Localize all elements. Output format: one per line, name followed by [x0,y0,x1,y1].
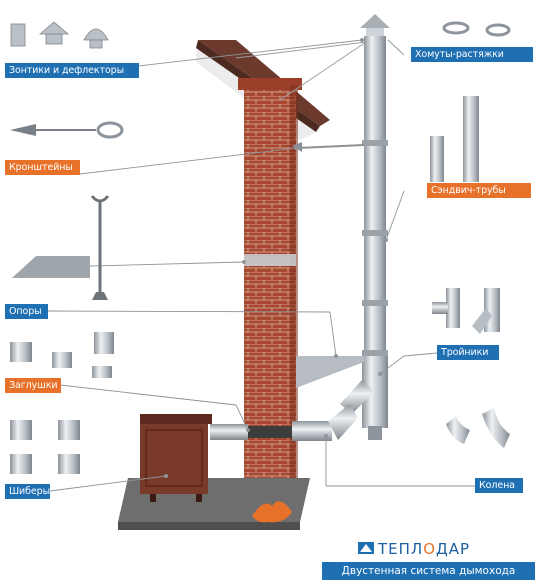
sandwich-pipe-products [430,96,479,182]
support-console [244,254,364,388]
brand-part-3: ДАР [436,540,471,558]
chimney-pipe [328,36,388,440]
umbrella-products [10,21,109,49]
label-brackets: Кронштейны [5,160,80,175]
label-elbows: Колена [475,478,523,493]
wall-bracket [292,142,365,152]
damper-products [10,420,80,474]
label-dampers: Шиберы [5,484,50,499]
brand-part-1: ТЕПЛ [378,540,424,558]
guy-wires [235,41,367,101]
brand-part-2: О [423,540,437,558]
brand-mark [358,542,374,554]
support-products [12,195,110,300]
bracket-products [10,121,124,139]
label-supports: Опоры [5,304,48,319]
tee-products [432,288,500,334]
connector-pipe [210,421,332,441]
brand-name: ТЕПЛОДАР [378,540,470,558]
leader-dots [164,38,388,478]
elbow-products [446,408,510,448]
clamp-products [442,21,511,37]
label-clamps: Хомуты-растяжки [411,47,533,62]
label-umbrellas: Зонтики и дефлекторы [5,63,139,78]
flame-icon [252,501,292,523]
label-sandwich-pipes: Сэндвич-трубы [427,183,531,198]
label-tees: Тройники [437,345,499,360]
brick-wall [238,78,302,517]
plug-products [10,332,114,378]
chimney-cap [360,14,390,36]
stove [140,414,212,502]
label-plugs: Заглушки [5,378,61,393]
caption-banner: Двустенная система дымохода [322,562,535,580]
